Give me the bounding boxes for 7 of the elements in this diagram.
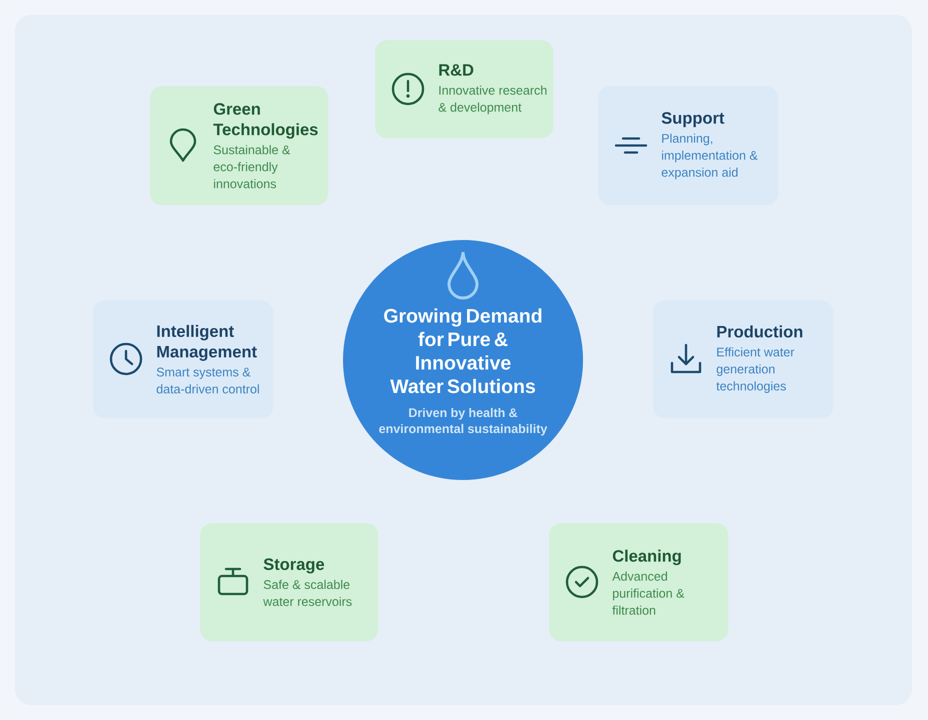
card: Green Technologies Sustainable & eco-friendly innovations bbox=[150, 86, 328, 206]
card: Storage Safe & scalable water reservoirs bbox=[200, 523, 378, 642]
card: Intelligent Management Smart systems & data-driven control bbox=[93, 300, 274, 418]
card: Production Efficient water generation technologies bbox=[653, 300, 834, 418]
card: Support Planning, implementation & expansion aid bbox=[598, 86, 778, 206]
card: Cleaning Advanced purification & filtration bbox=[549, 523, 728, 642]
card: R&D Innovative research & development bbox=[375, 40, 554, 138]
